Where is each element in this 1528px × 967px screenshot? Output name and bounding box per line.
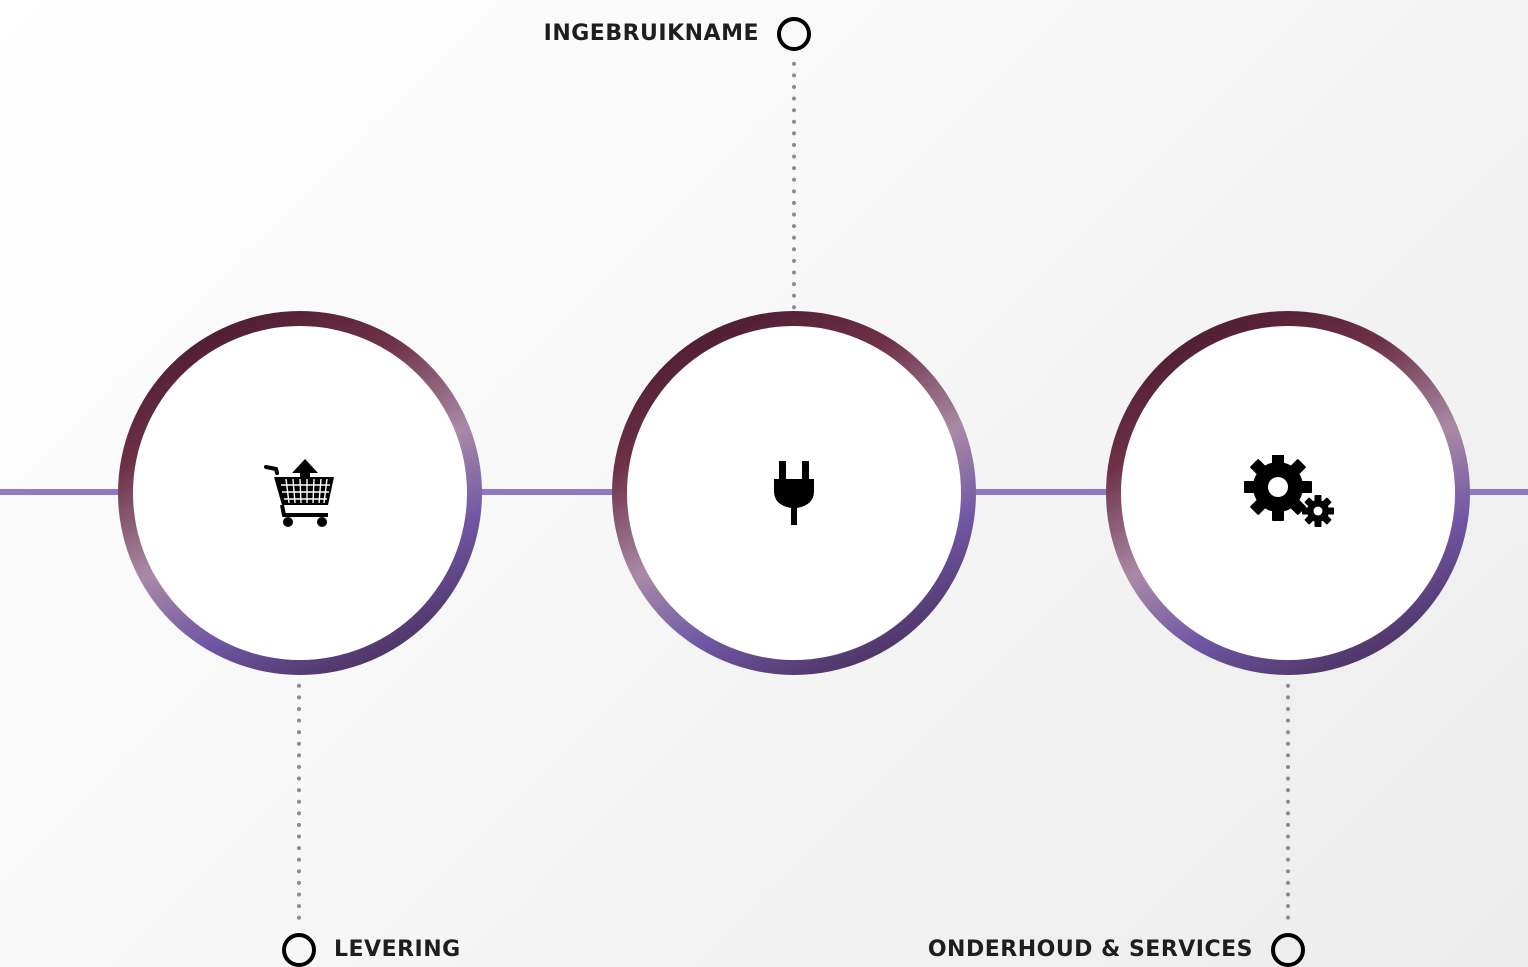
power-plug-icon <box>774 461 814 525</box>
stage-label-onderhoud: ONDERHOUD & SERVICES <box>927 937 1253 962</box>
shopping-cart-upload-icon <box>264 459 334 527</box>
stage-circle-onderhoud <box>1106 311 1470 675</box>
connector-line <box>479 489 615 495</box>
connector-line <box>1467 489 1528 495</box>
stage-label-ingebruikname: INGEBRUIKNAME <box>543 21 759 46</box>
gears-icon <box>1244 455 1334 527</box>
node-circle <box>282 933 316 967</box>
stage-circle-levering <box>118 311 482 675</box>
node-circle <box>1271 933 1305 967</box>
dotted-connector <box>297 680 301 920</box>
dotted-connector <box>792 58 796 310</box>
stage-label-levering: LEVERING <box>334 937 461 962</box>
connector-line <box>973 489 1109 495</box>
dotted-connector <box>1286 680 1290 920</box>
connector-line <box>0 489 120 495</box>
stage-circle-ingebruikname <box>612 311 976 675</box>
node-circle <box>777 17 811 51</box>
